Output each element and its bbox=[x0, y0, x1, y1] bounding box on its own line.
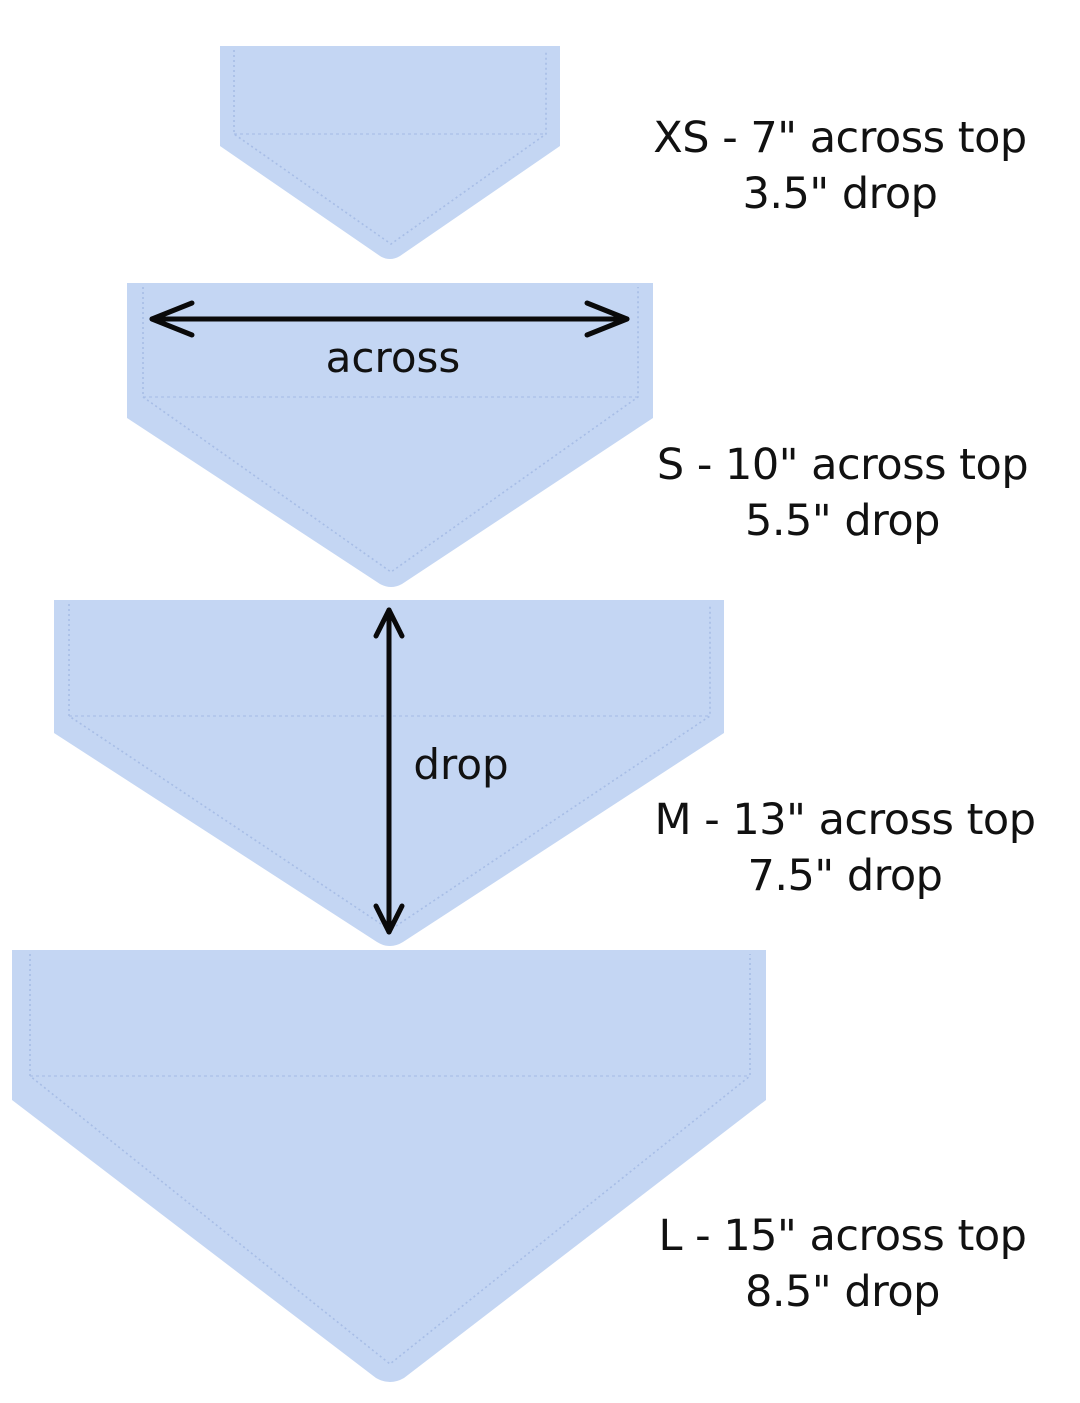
size-label-l: L - 15" across top 8.5" drop bbox=[625, 1208, 1060, 1320]
size-label-m: M - 13" across top 7.5" drop bbox=[625, 792, 1065, 904]
across-arrow bbox=[149, 300, 630, 338]
size-xs-drop: 3.5" drop bbox=[742, 169, 938, 219]
size-label-xs: XS - 7" across top 3.5" drop bbox=[625, 110, 1055, 222]
drop-label: drop bbox=[413, 740, 508, 789]
bandana-xs bbox=[220, 46, 560, 259]
size-l-drop: 8.5" drop bbox=[745, 1267, 940, 1317]
bandana-l bbox=[12, 950, 766, 1382]
size-m-across: M - 13" across top bbox=[654, 795, 1036, 845]
size-label-s: S - 10" across top 5.5" drop bbox=[625, 437, 1060, 549]
across-label: across bbox=[326, 333, 461, 382]
drop-arrow bbox=[373, 607, 405, 935]
size-l-across: L - 15" across top bbox=[658, 1211, 1027, 1261]
size-xs-across: XS - 7" across top bbox=[653, 113, 1027, 163]
bandana-s bbox=[127, 283, 653, 587]
size-s-across: S - 10" across top bbox=[656, 440, 1029, 490]
size-m-drop: 7.5" drop bbox=[747, 851, 943, 901]
size-s-drop: 5.5" drop bbox=[745, 496, 940, 546]
